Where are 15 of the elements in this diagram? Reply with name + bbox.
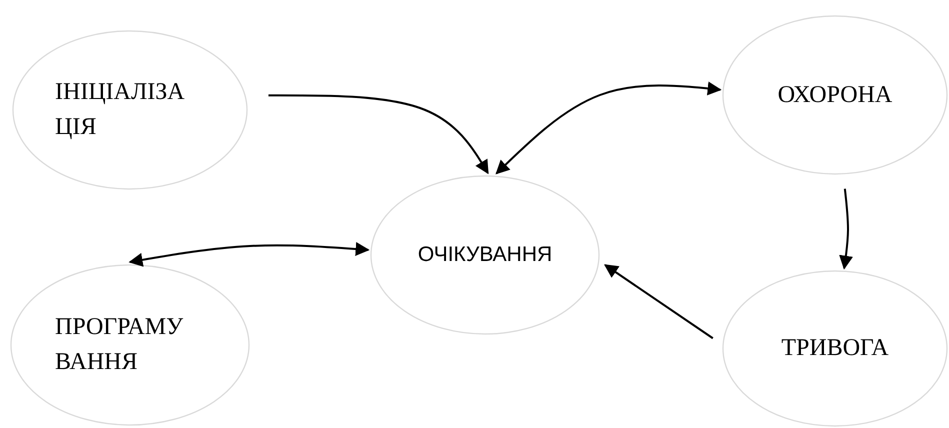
state-label: ІНІЦІАЛІЗА ЦІЯ bbox=[55, 78, 186, 142]
state-ellipse bbox=[722, 270, 948, 427]
arrow bbox=[496, 82, 722, 174]
state-label: ПРОГРАМУ ВАННЯ bbox=[55, 313, 184, 377]
state-label: ОЧІКУВАННЯ bbox=[416, 242, 554, 268]
state-ellipse bbox=[10, 264, 250, 426]
arrow bbox=[839, 188, 853, 270]
arrow bbox=[604, 264, 714, 340]
state-ellipse bbox=[370, 175, 600, 335]
state-label: ОХОРОНА bbox=[776, 80, 894, 110]
arrow bbox=[268, 94, 489, 174]
state-ellipse bbox=[12, 30, 248, 190]
state-ellipse bbox=[722, 15, 948, 175]
state-label: ТРИВОГА bbox=[780, 334, 890, 364]
arrow bbox=[128, 242, 370, 267]
